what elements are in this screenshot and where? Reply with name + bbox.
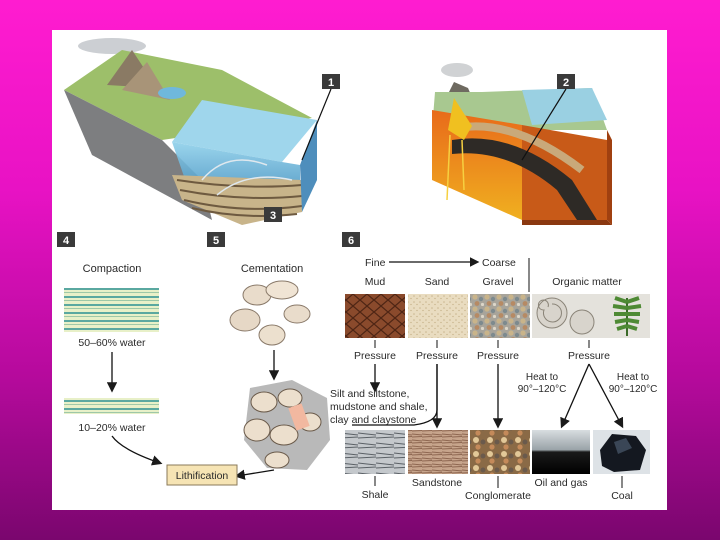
compaction-title: Compaction	[83, 263, 142, 275]
rock-coal-label: Coal	[611, 490, 633, 502]
shale-swatch	[345, 430, 405, 474]
svg-text:6: 6	[348, 235, 354, 247]
svg-text:4: 4	[63, 235, 70, 247]
sandstone-swatch	[408, 430, 468, 474]
silt-note-line3: clay and claystone	[330, 414, 417, 426]
sediment-gravel-label: Gravel	[483, 276, 514, 288]
rock-oil-gas-label: Oil and gas	[534, 477, 587, 489]
badge-2: 2	[557, 74, 575, 89]
cementation-title: Cementation	[241, 263, 303, 275]
grain-coarse-label: Coarse	[482, 257, 516, 269]
conglomerate-swatch	[470, 430, 530, 474]
badge-1: 1	[322, 74, 340, 89]
badge-5: 5	[207, 232, 225, 247]
heat-left-line2: 90°–120°C	[518, 384, 567, 395]
pressure-label-gravel: Pressure	[477, 350, 519, 362]
badge-3: 3	[264, 207, 282, 222]
badge-4: 4	[57, 232, 75, 247]
water-content-low: 10–20% water	[78, 422, 146, 434]
heat-left-line1: Heat to	[526, 372, 559, 383]
silt-note-line2: mudstone and shale,	[330, 401, 427, 413]
grain-fine-label: Fine	[365, 257, 386, 269]
compaction-to-lithification-arrow	[112, 436, 160, 463]
svg-text:1: 1	[328, 77, 334, 89]
sediment-sand-label: Sand	[425, 276, 450, 288]
mud-swatch	[345, 294, 405, 338]
coal-swatch	[593, 430, 650, 474]
organic-matter-swatch	[532, 294, 650, 338]
sediment-mud-label: Mud	[365, 276, 386, 288]
heat-right-line2: 90°–120°C	[609, 384, 658, 395]
diagram-panel: 1 3 2 4 Compaction 50–60% water	[52, 30, 667, 510]
oil-and-gas-swatch	[532, 430, 590, 474]
loose-grains-illustration	[230, 281, 310, 345]
silt-note-line1: Silt and siltstone,	[330, 388, 409, 400]
svg-text:5: 5	[213, 235, 219, 247]
compaction-layers-wet	[64, 288, 159, 332]
pressure-label-mud: Pressure	[354, 350, 396, 362]
pressure-label-sand: Pressure	[416, 350, 458, 362]
heat-right-line1: Heat to	[617, 372, 650, 383]
rock-formation-diagram: 1 3 2 4 Compaction 50–60% water	[52, 30, 667, 510]
sand-swatch	[408, 294, 468, 338]
pressure-label-organic: Pressure	[568, 350, 610, 362]
gravel-swatch	[470, 294, 530, 338]
water-content-high: 50–60% water	[78, 337, 146, 349]
badge-6: 6	[342, 232, 360, 247]
compaction-layers-dry	[64, 398, 159, 414]
rock-sandstone-label: Sandstone	[412, 477, 462, 489]
sediment-organic-label: Organic matter	[552, 276, 622, 288]
rock-conglomerate-label: Conglomerate	[465, 490, 531, 502]
organic-to-oil-arrow	[562, 364, 589, 426]
lithification-label: Lithification	[176, 470, 229, 482]
svg-text:3: 3	[270, 210, 276, 222]
landscape-block-illustration	[64, 38, 317, 225]
svg-text:2: 2	[563, 77, 569, 89]
cementation-to-lithification-arrow	[237, 470, 274, 476]
cemented-grains-illustration	[244, 380, 330, 470]
subduction-volcano-illustration	[432, 63, 612, 225]
rock-shale-label: Shale	[362, 489, 389, 501]
